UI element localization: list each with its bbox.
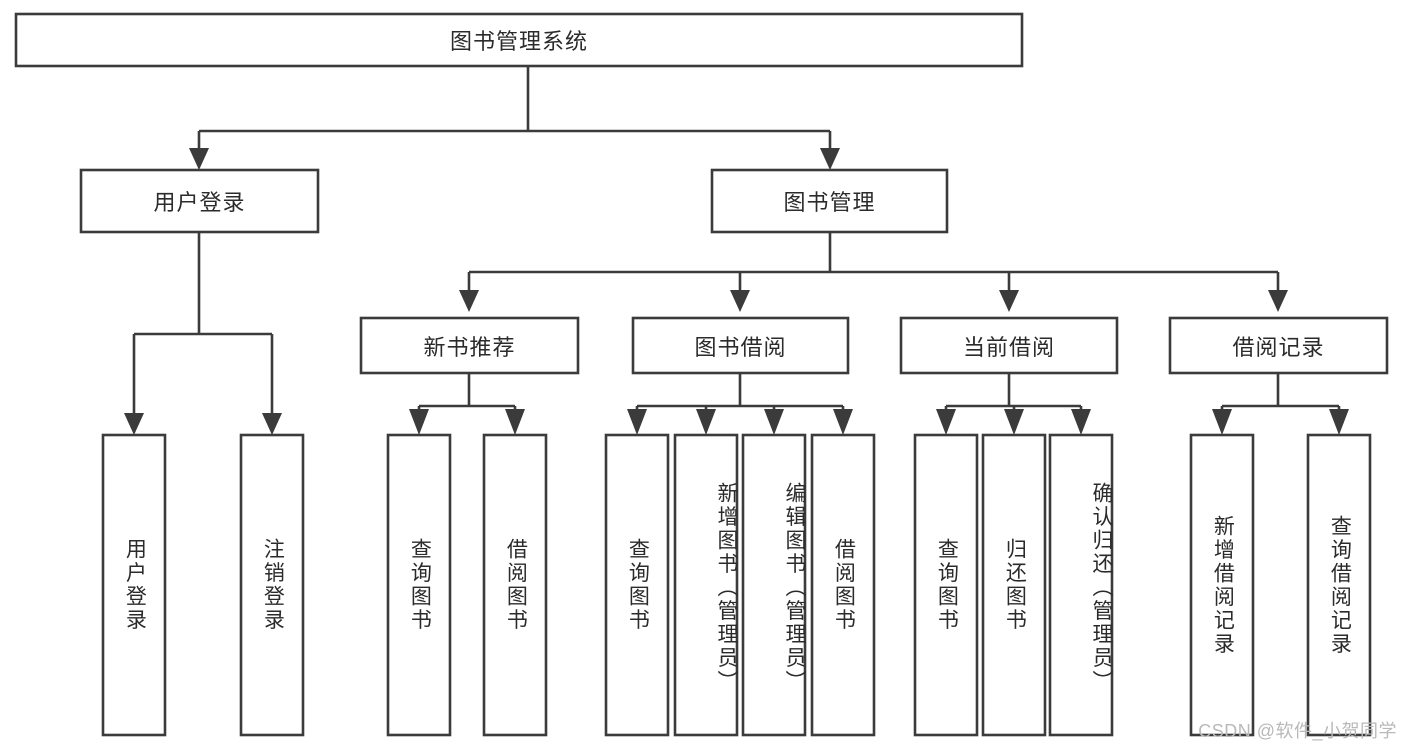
node-borrow-record-box[interactable] [1168,316,1389,375]
leaf-box-current-borrow-3[interactable] [1048,433,1114,737]
leaf-box-new-book-1[interactable] [386,433,452,737]
arrowhead-leaf-book-borrow-4 [833,409,853,435]
node-user-login-box[interactable] [79,168,320,234]
arrowhead-leaf-new-book-1 [409,409,429,435]
leaf-box-book-borrow-4[interactable] [810,433,876,737]
leaf-box-user-login-1[interactable] [101,433,167,737]
arrowhead-to-current-borrow [999,290,1019,312]
arrowhead-leaf-book-borrow-1 [627,409,647,435]
leaf-box-user-login-2[interactable] [239,433,305,737]
leaf-box-book-borrow-3[interactable] [741,433,807,737]
arrowhead-leaf-user-login-1 [124,413,144,435]
arrowhead-to-borrow-record [1268,290,1288,312]
arrowhead-leaf-book-borrow-2 [696,409,716,435]
arrowhead-leaf-borrow-record-1 [1212,409,1232,435]
arrowhead-to-user-login [189,148,209,170]
arrowhead-leaf-user-login-2 [262,413,282,435]
arrowhead-to-book-management [820,148,840,170]
arrowhead-leaf-current-borrow-3 [1071,409,1091,435]
arrowhead-to-new-book-recommend [459,290,479,312]
node-root-box[interactable] [14,12,1024,68]
arrowhead-to-book-borrow [730,290,750,312]
leaf-box-current-borrow-1[interactable] [913,433,979,737]
arrowhead-leaf-current-borrow-2 [1004,409,1024,435]
node-book-management-box[interactable] [710,168,949,234]
leaf-box-current-borrow-2[interactable] [981,433,1047,737]
arrowhead-leaf-book-borrow-3 [764,409,784,435]
csdn-watermark: CSDN @软件_小贺同学 [1198,721,1397,741]
leaf-box-book-borrow-1[interactable] [604,433,670,737]
leaf-box-new-book-2[interactable] [482,433,548,737]
arrowhead-leaf-borrow-record-2 [1329,409,1349,435]
leaf-box-book-borrow-2[interactable] [673,433,739,737]
arrowhead-leaf-current-borrow-1 [936,409,956,435]
node-current-borrow-box[interactable] [899,316,1119,375]
node-book-borrow-box[interactable] [631,316,850,375]
leaf-box-borrow-record-1[interactable] [1189,433,1255,737]
leaf-box-borrow-record-2[interactable] [1306,433,1372,737]
arrowhead-leaf-new-book-2 [505,409,525,435]
node-new-book-recommend-box[interactable] [359,316,580,375]
